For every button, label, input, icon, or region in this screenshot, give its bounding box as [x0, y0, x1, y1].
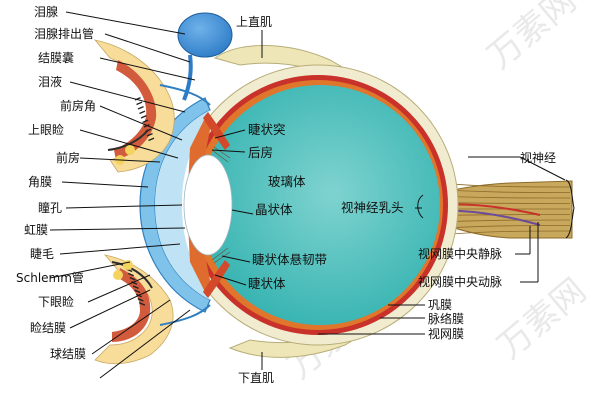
label-eyelash: 睫毛 [30, 247, 54, 261]
lacrimal-duct [182, 54, 193, 101]
eyelash-stroke [132, 285, 139, 289]
conjunctiva-upper [159, 84, 211, 106]
eyelash-stroke [139, 302, 146, 306]
label-inferior-rectus: 下直肌 [238, 371, 274, 385]
eyelash-stroke [140, 115, 147, 119]
label-bulbar-conjunctiva: 球结膜 [50, 347, 86, 361]
zonule-fibers [211, 146, 231, 264]
eyelash-stroke [136, 101, 143, 106]
label-cornea: 角膜 [28, 175, 52, 189]
eyelash-stroke [139, 110, 146, 115]
label-sclera: 巩膜 [428, 298, 452, 312]
label-conjunctival-sac: 结膜囊 [38, 50, 74, 65]
label-schlemm-canal: Schlemm管 [16, 270, 84, 285]
label-retina: 视网膜 [428, 326, 464, 341]
label-posterior-chamber: 后房 [248, 145, 273, 160]
label-ciliary-process: 睫状突 [248, 122, 286, 137]
optic-disc [417, 194, 424, 219]
vitreous-body [200, 85, 440, 325]
eyelash-stroke [137, 297, 144, 302]
eyelash-stroke [129, 276, 136, 281]
label-vitreous-body: 玻璃体 [268, 174, 306, 189]
label-iris: 虹膜 [24, 223, 48, 237]
label-zonule: 睫状体悬韧带 [252, 252, 327, 267]
lens [183, 154, 233, 256]
label-ciliary-body: 睫状体 [248, 276, 286, 291]
lower-eyelid-region [94, 254, 174, 365]
label-choroid: 脉络膜 [428, 311, 464, 326]
eyelash-stroke [146, 133, 153, 137]
label-anterior-chamber-angle: 前房角 [60, 98, 96, 113]
label-upper-eyelid: 上眼睑 [28, 123, 64, 137]
ciliary-process [203, 112, 230, 150]
conjunctiva-lower [159, 304, 211, 326]
label-lacrimal-gland: 泪腺 [34, 5, 58, 19]
label-central-retinal-artery: 视网膜中央动脉 [418, 274, 502, 289]
watermark-text: 万素网 [490, 271, 594, 367]
optic-nerve-brace [565, 179, 575, 239]
label-superior-rectus: 上直肌 [236, 15, 272, 29]
label-tears: 泪液 [38, 74, 62, 89]
anterior-chamber [155, 110, 210, 300]
eyelash-stroke [127, 272, 134, 277]
label-optic-nerve: 视神经 [520, 150, 556, 165]
eyelash-stroke [145, 128, 152, 133]
upper-eyelid-region [93, 39, 175, 173]
leader-lines-left [49, 11, 196, 379]
leader-lines-right [211, 30, 566, 370]
label-palpebral-conjunctiva: 睑结膜 [30, 321, 66, 335]
label-pupil: 瞳孔 [38, 200, 62, 215]
eyelash-stroke [137, 106, 144, 110]
label-lens: 晶状体 [255, 202, 293, 217]
ciliary-body [203, 260, 230, 298]
eyelash-stroke [148, 137, 155, 142]
eyelash-stroke [134, 289, 141, 294]
label-optic-disc: 视神经乳头 [341, 200, 404, 215]
watermark-text: 万素网 [480, 0, 584, 77]
label-anterior-chamber: 前房 [56, 150, 80, 165]
lacrimal-gland [177, 12, 233, 58]
label-lower-eyelid: 下眼睑 [38, 295, 74, 309]
eyelash-stroke [142, 119, 149, 124]
label-central-retinal-vein: 视网膜中央静脉 [418, 246, 502, 261]
label-lacrimal-duct: 泪腺排出管 [34, 26, 94, 41]
